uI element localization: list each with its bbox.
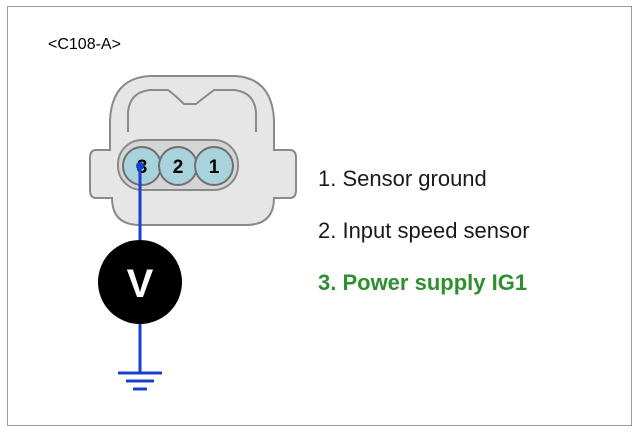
voltmeter: V xyxy=(98,240,182,324)
diagram-frame xyxy=(7,6,632,426)
voltmeter-symbol: V xyxy=(127,262,154,306)
connector-label: <C108-A> xyxy=(48,36,121,53)
legend-item-sensor-ground: 1. Sensor ground xyxy=(318,166,487,191)
connector-pin-2: 2 xyxy=(158,146,198,186)
legend-item-power-supply: 3. Power supply IG1 xyxy=(318,270,528,295)
pin-legend: 1. Sensor ground 2. Input speed sensor 3… xyxy=(318,166,530,322)
connector-pin-1: 1 xyxy=(194,146,234,186)
pin-1-label: 1 xyxy=(209,157,220,178)
connector-latch xyxy=(127,89,257,132)
ground-icon xyxy=(118,371,162,391)
legend-item-input-speed-sensor: 2. Input speed sensor xyxy=(318,218,530,243)
pin-2-label: 2 xyxy=(173,157,184,178)
